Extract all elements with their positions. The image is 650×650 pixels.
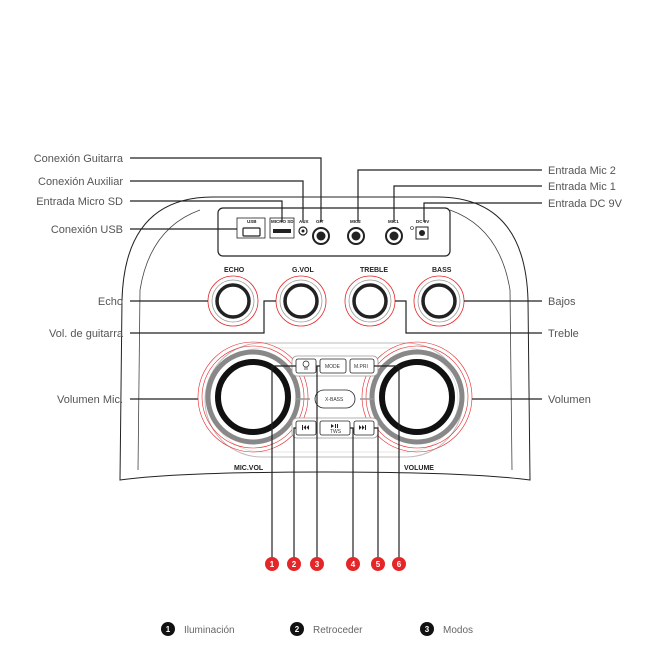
usb-label: USB (247, 219, 257, 224)
previous-track-icon (302, 425, 309, 430)
leader-lines (130, 157, 542, 558)
mic2-label: MIC2 (350, 219, 361, 224)
aux-label: AUX (299, 219, 309, 224)
mode-button-label: MODE (325, 364, 341, 370)
callout-vol-guitarra: Vol. de guitarra (49, 328, 124, 340)
next-track-icon (359, 425, 366, 430)
connector-panel: USB MICRO SD AUX GIT MIC2 MIC1 DC 9V (236, 217, 429, 245)
gvol-knob-label: G.VOL (292, 267, 315, 274)
callout-volumen-mic: Volumen Mic. (57, 394, 123, 406)
callout-labels: Conexión Guitarra Conexión Auxiliar Entr… (34, 153, 623, 406)
volume-label: VOLUME (404, 465, 434, 472)
legend-label-1: Iluminación (184, 625, 235, 636)
callout-conexion-usb: Conexión USB (51, 224, 123, 236)
callout-conexion-auxiliar: Conexión Auxiliar (38, 176, 123, 188)
mic-vol-label: MIC.VOL (234, 465, 264, 472)
legend-label-2: Retroceder (313, 625, 363, 636)
legend-num-2: 2 (295, 625, 300, 634)
legend-num-1: 1 (166, 625, 171, 634)
git-label: GIT (316, 219, 324, 224)
mpri-button-label: M.PRI (354, 364, 368, 370)
bass-knob[interactable] (413, 275, 465, 327)
echo-knob[interactable] (207, 275, 259, 327)
callout-entrada-dc: Entrada DC 9V (548, 198, 623, 210)
xbass-button-label: X-BASS (325, 397, 344, 403)
marker-2: 2 (292, 560, 297, 569)
upper-knobs: ECHO G.VOL TREBLE BASS (207, 267, 465, 327)
bass-knob-label: BASS (432, 267, 452, 274)
legend-num-3: 3 (425, 625, 430, 634)
callout-entrada-mic1: Entrada Mic 1 (548, 181, 616, 193)
echo-knob-label: ECHO (224, 267, 245, 274)
callout-entrada-micro-sd: Entrada Micro SD (36, 196, 123, 208)
dc-label: DC 9V (416, 219, 429, 224)
callout-echo: Echo (98, 296, 123, 308)
lightbulb-icon (302, 360, 310, 370)
marker-4: 4 (351, 560, 356, 569)
play-pause-icon (331, 424, 338, 428)
marker-1: 1 (270, 560, 275, 569)
gvol-knob[interactable] (275, 275, 327, 327)
micro-sd-label: MICRO SD (271, 219, 294, 224)
callout-conexion-guitarra: Conexión Guitarra (34, 153, 124, 165)
number-markers: 1 2 3 4 5 6 (265, 557, 406, 571)
marker-5: 5 (376, 560, 381, 569)
usb-port[interactable] (242, 227, 261, 237)
xbass-button[interactable] (314, 389, 356, 409)
callout-entrada-mic2: Entrada Mic 2 (548, 165, 616, 177)
marker-6: 6 (397, 560, 402, 569)
legend-label-3: Modos (443, 625, 473, 636)
micro-sd-slot[interactable] (273, 229, 291, 233)
treble-knob-label: TREBLE (360, 267, 388, 274)
callout-treble: Treble (548, 328, 579, 340)
mic-vol-knob[interactable] (197, 341, 309, 453)
callout-volumen: Volumen (548, 394, 591, 406)
marker-3: 3 (315, 560, 320, 569)
tws-label: TWS (330, 429, 342, 435)
legend: 1 Iluminación 2 Retroceder 3 Modos (161, 622, 473, 636)
callout-bajos: Bajos (548, 296, 576, 308)
treble-knob[interactable] (344, 275, 396, 327)
